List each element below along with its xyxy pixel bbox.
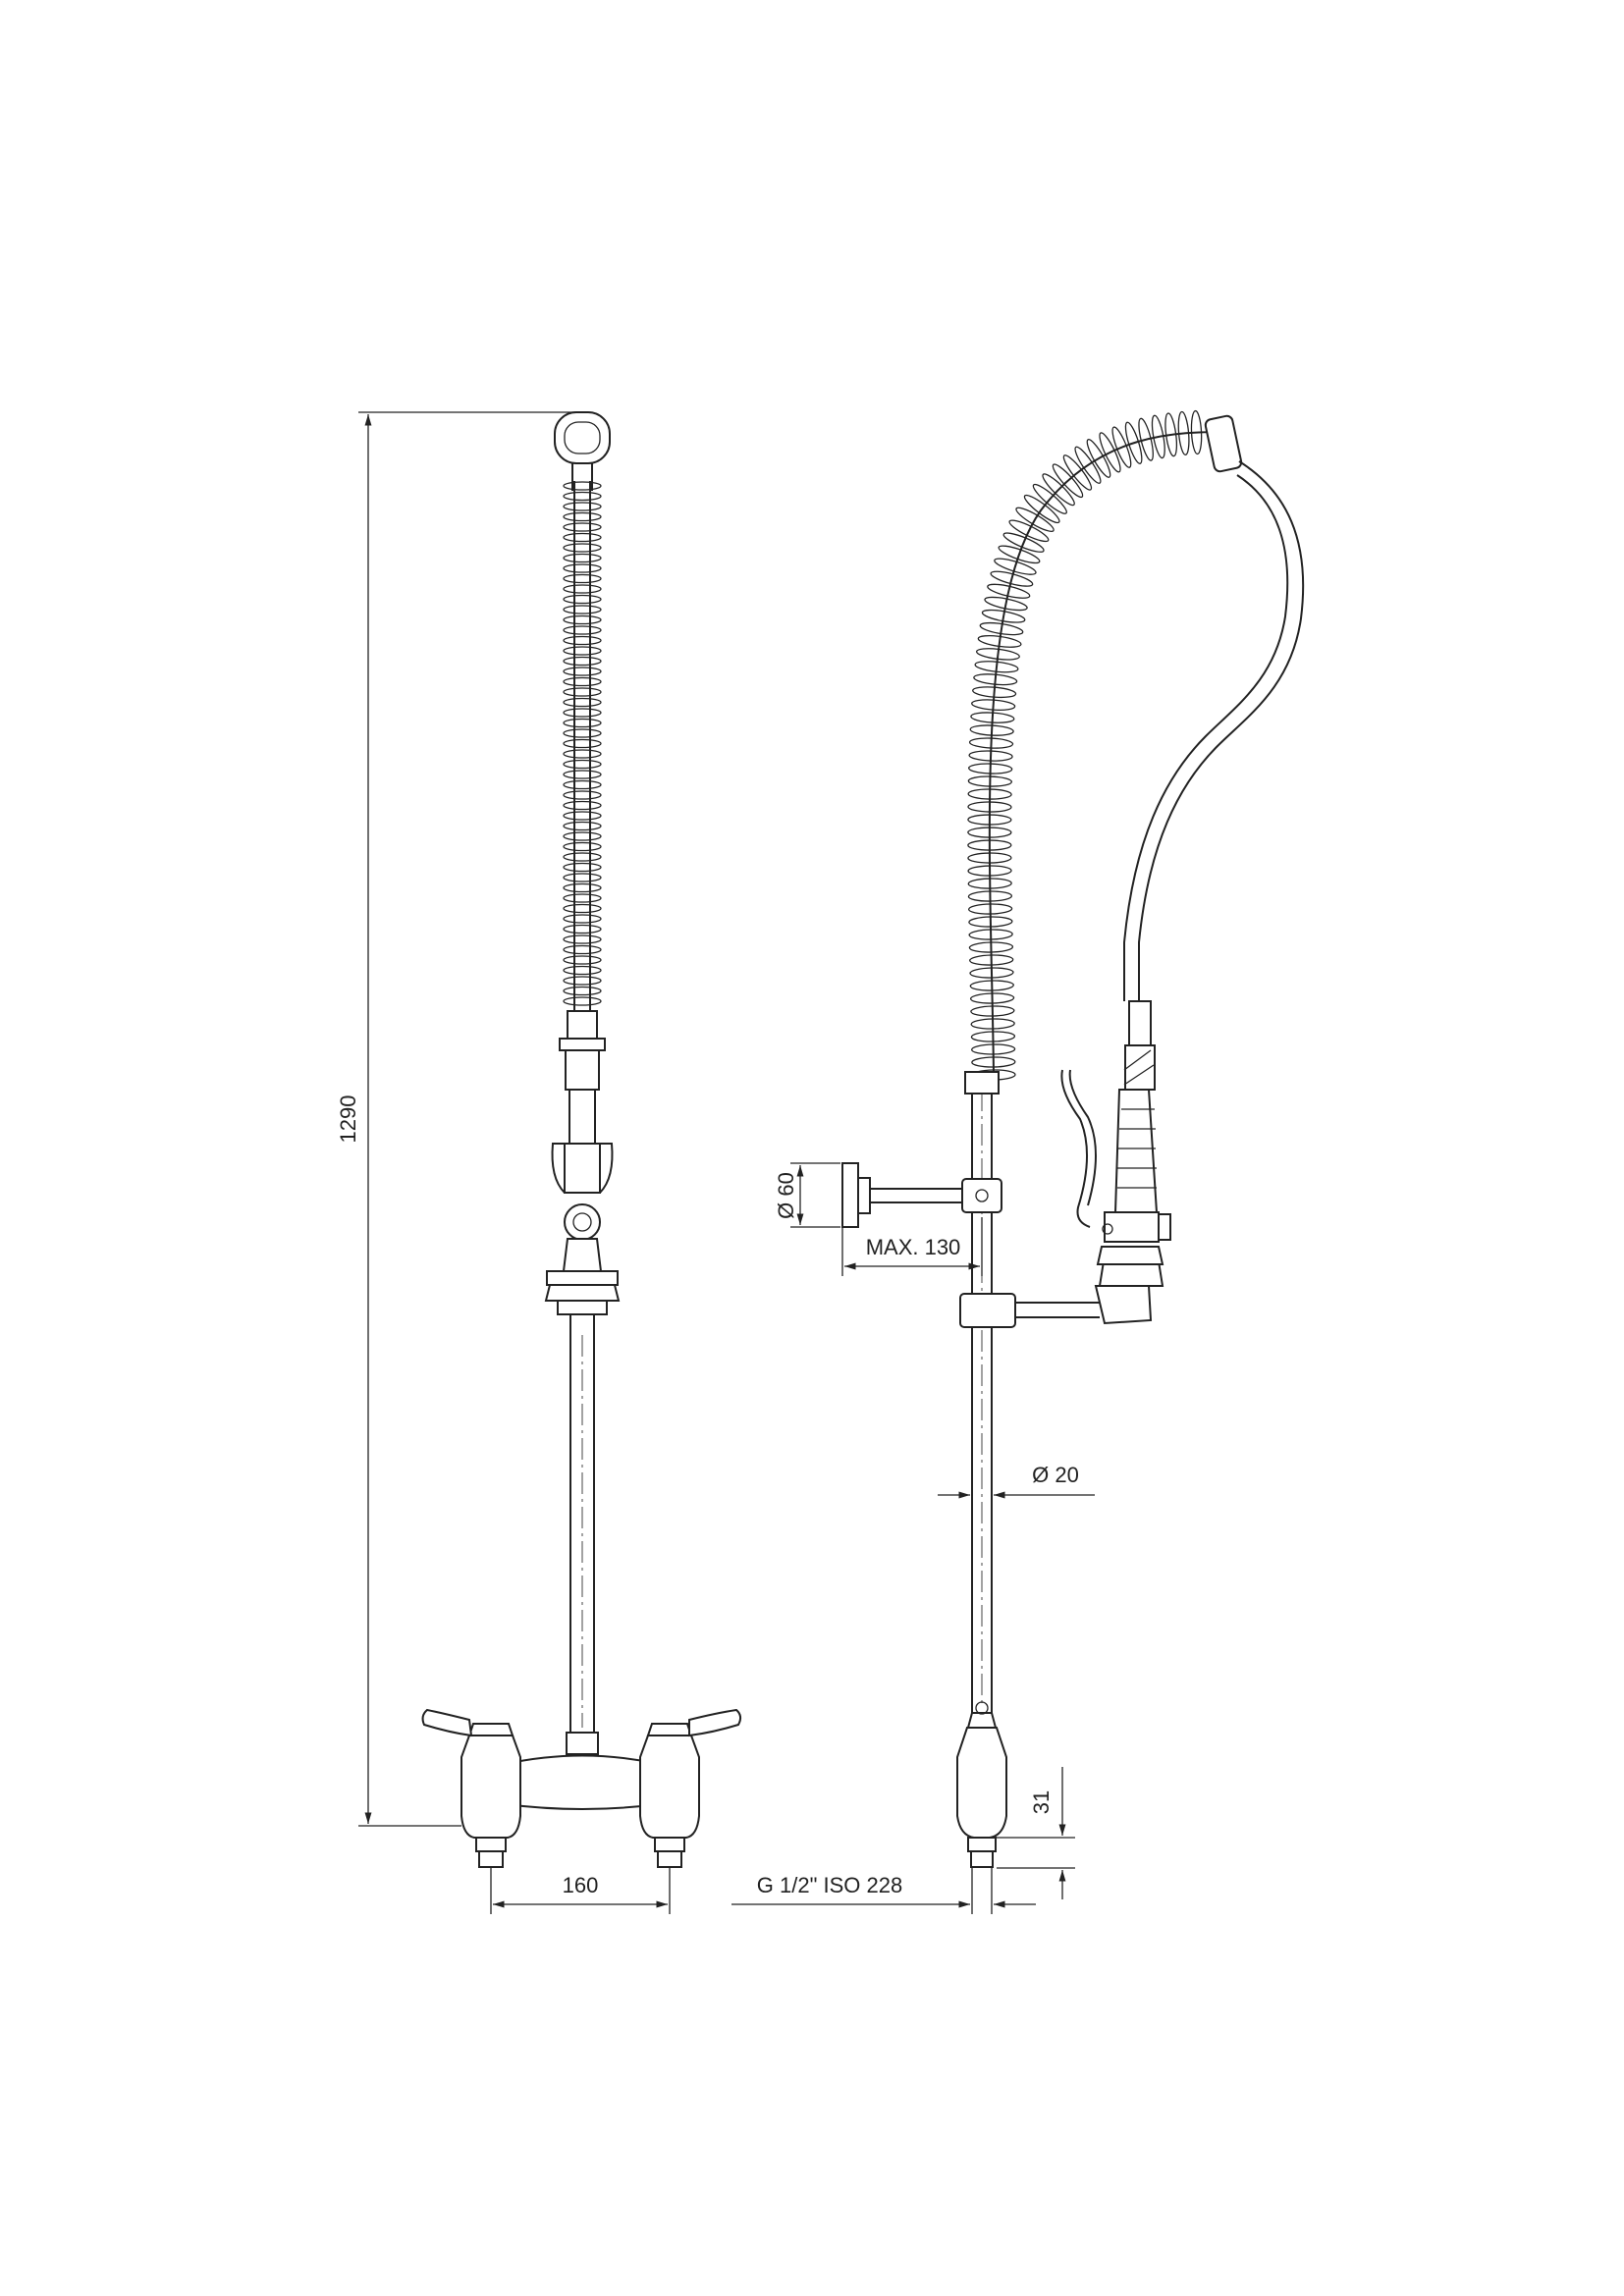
spring-coil [563, 914, 602, 924]
spring-coil [563, 625, 602, 635]
front-spring-collar [559, 1010, 606, 1051]
spring-coil [563, 749, 602, 759]
spring-coil [563, 708, 602, 718]
spring-coil [563, 605, 602, 614]
spring-coil [563, 594, 602, 605]
spring-coil [563, 924, 602, 934]
spring-coil [563, 944, 602, 955]
dim-thread: G 1/2" ISO 228 [757, 1873, 902, 1897]
spring-coil [563, 965, 602, 976]
dim-inlet-height: 31 [1029, 1790, 1054, 1814]
spring-coil [563, 976, 602, 986]
spring-coil [563, 676, 602, 687]
dim-bracket-max: MAX. 130 [866, 1235, 961, 1259]
spring-coil [563, 893, 602, 903]
side-flexible-hose [1123, 414, 1305, 1001]
side-wall-bracket [841, 1162, 1002, 1228]
spring-coil [563, 955, 602, 965]
spring-coil [563, 738, 602, 749]
spring-coil [563, 491, 602, 502]
spring-coil [563, 687, 602, 697]
dim-inlet-spacing: 160 [563, 1873, 599, 1897]
spring-coil [563, 790, 602, 800]
front-tap-assembly [421, 1708, 742, 1868]
spring-coil [563, 821, 602, 831]
spring-coil [563, 862, 602, 873]
spring-coil [563, 646, 602, 656]
side-spring [967, 409, 1203, 1081]
spring-coil [563, 800, 602, 811]
spring-coil [563, 511, 602, 522]
spring-coil [563, 522, 602, 532]
front-top-cap [554, 411, 611, 491]
spring-coil [563, 667, 602, 676]
spring-coil [563, 811, 602, 821]
spring-coil [563, 841, 602, 852]
dim-pipe-diameter: Ø 20 [1032, 1463, 1079, 1487]
front-valve-body [544, 1049, 621, 1315]
spring-coil [563, 481, 602, 491]
side-base-connector [956, 1701, 1007, 1868]
spring-coil [563, 635, 602, 646]
spring-coil [563, 573, 602, 584]
dim-total-height: 1290 [336, 1095, 360, 1144]
spring-coil [563, 770, 602, 779]
front-view [421, 411, 742, 1868]
spring-coil [563, 852, 602, 862]
spring-coil [563, 873, 602, 882]
spring-coil [563, 656, 602, 667]
spring-coil [563, 553, 602, 563]
spring-coil [563, 882, 602, 893]
front-riser-pipe [569, 1314, 595, 1733]
dim-flange-diameter: Ø 60 [774, 1172, 798, 1219]
spring-coil [563, 728, 602, 738]
dimension-lines: 1290 160 G 1/2" ISO 228 Ø 60 MAX. 130 Ø … [336, 411, 1095, 1914]
spring-coil [563, 563, 602, 573]
side-spray-arm [959, 1000, 1171, 1328]
spring-coil [563, 584, 602, 594]
spring-coil [563, 903, 602, 914]
spring-coil [563, 543, 602, 553]
spring-coil [563, 614, 602, 625]
spring-coil [563, 986, 602, 996]
side-view [841, 409, 1305, 1868]
front-spring [563, 481, 602, 1006]
spring-coil [563, 934, 602, 944]
spring-coil [563, 759, 602, 770]
spring-coil [563, 831, 602, 841]
spring-coil [563, 502, 602, 511]
spring-coil [563, 697, 602, 708]
spring-coil [563, 718, 602, 728]
spring-coil [563, 532, 602, 543]
spring-coil [563, 996, 602, 1006]
spring-coil [563, 779, 602, 790]
